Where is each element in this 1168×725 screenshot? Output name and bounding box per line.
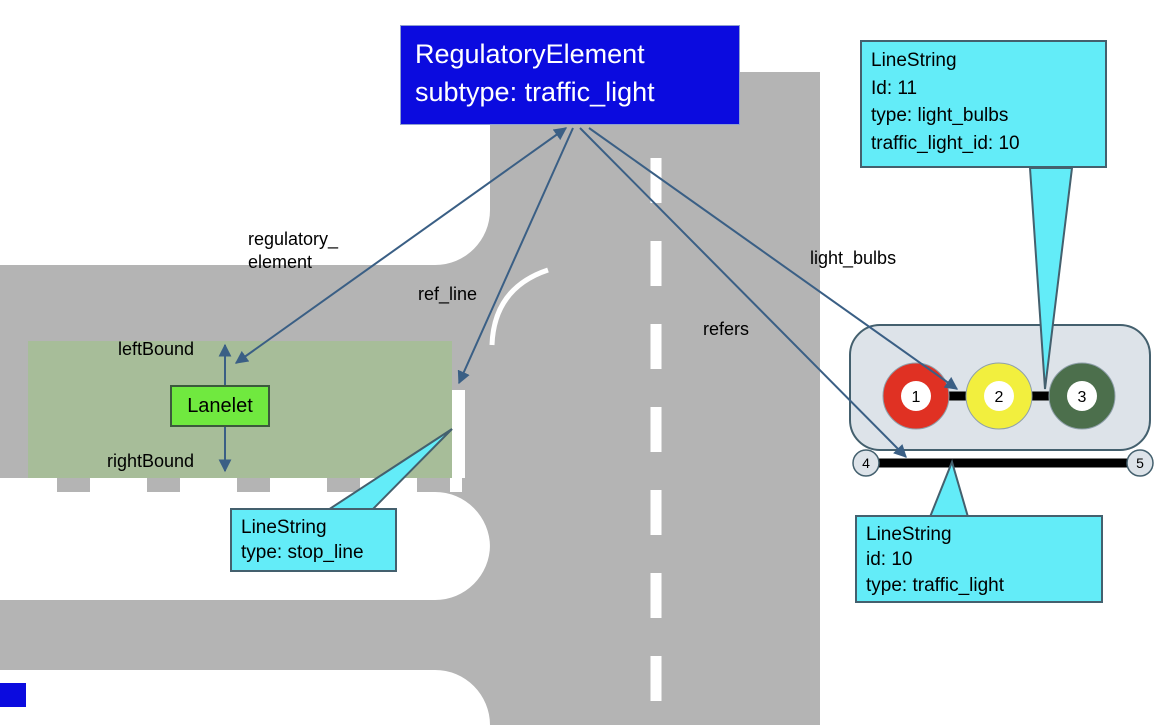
bulb-red-center xyxy=(901,381,931,411)
callout-tail-light-bulbs xyxy=(1028,167,1074,390)
label-light-bulbs: light_bulbs xyxy=(810,248,897,268)
label-refers: refers xyxy=(703,319,750,339)
road-corner-fillet-top xyxy=(435,210,490,265)
callout-line: LineString xyxy=(241,517,327,538)
callout-stop-line: LineString type: stop_line xyxy=(230,508,397,572)
arrow-regulatory-element xyxy=(234,127,568,364)
callout-line: LineString xyxy=(866,524,952,545)
arrow-light-bulbs xyxy=(588,127,959,390)
callout-line: type: traffic_light xyxy=(866,574,1005,596)
road-corner-fillet-bottom xyxy=(435,670,490,725)
blue-corner-artifact xyxy=(0,683,26,707)
callout-line: traffic_light_id: 10 xyxy=(871,132,1020,154)
bulb-yellow-center xyxy=(984,381,1014,411)
road-corner-fillet-mid-upper xyxy=(435,492,490,547)
label-left-bound: leftBound xyxy=(118,339,195,359)
callout-tail-traffic-light xyxy=(928,458,970,518)
label-ref-line: ref_line xyxy=(418,284,478,304)
regulatory-element-subtype: subtype: traffic_light xyxy=(415,76,655,107)
label-right-bound: rightBound xyxy=(107,451,195,471)
regulatory-element-title: RegulatoryElement xyxy=(415,39,645,69)
endpoint-4-label: 4 xyxy=(862,455,870,471)
callout-line: type: light_bulbs xyxy=(871,105,1009,127)
bulb-green-center xyxy=(1067,381,1097,411)
lanelet-box: Lanelet xyxy=(170,385,270,427)
label-regulatory-element: regulatory_ element xyxy=(248,229,339,272)
bulb-green-label: 3 xyxy=(1078,389,1087,406)
callout-line: Id: 11 xyxy=(871,77,918,99)
callout-line: id: 10 xyxy=(866,549,913,571)
stop-line xyxy=(452,390,465,478)
endpoint-4-circle xyxy=(852,449,880,477)
bulb-red-label: 1 xyxy=(912,389,921,406)
callout-traffic-light: LineString id: 10 type: traffic_light xyxy=(855,515,1103,603)
bulb-yellow-label: 2 xyxy=(995,389,1004,406)
regulatory-element-box: RegulatoryElement subtype: traffic_light xyxy=(400,25,740,125)
endpoint-5-circle xyxy=(1126,449,1154,477)
callout-light-bulbs: LineString Id: 11 type: light_bulbs traf… xyxy=(860,40,1107,168)
callout-line: type: stop_line xyxy=(241,542,364,564)
lanelet-label: Lanelet xyxy=(187,394,253,417)
road-corner-fillet-mid-lower xyxy=(435,545,490,600)
callout-line: LineString xyxy=(871,50,957,71)
lower-left-road xyxy=(0,600,500,670)
arrow-ref-line xyxy=(457,127,574,385)
endpoint-5-label: 5 xyxy=(1136,455,1144,471)
arrow-refers xyxy=(579,127,907,458)
